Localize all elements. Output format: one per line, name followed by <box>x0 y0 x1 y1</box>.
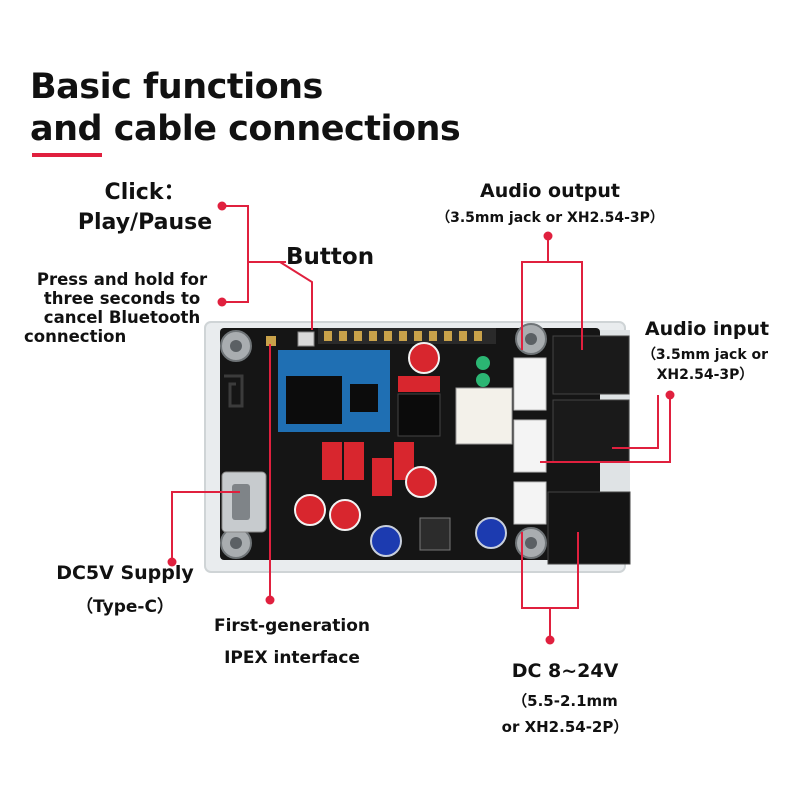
dc-in-label: DC 8~24V <box>511 660 619 682</box>
hold-label-line-2: three seconds to <box>43 289 201 308</box>
dc5v-label: DC5V Supply <box>56 562 194 584</box>
push-button-part <box>297 331 315 347</box>
red-components <box>322 376 440 496</box>
leader-dots <box>167 201 675 645</box>
audio-output-label: Audio output <box>480 180 620 202</box>
dc-in-sub-line-2: or XH2.54-2P） <box>501 718 629 736</box>
xh-connectors <box>513 357 547 525</box>
audio-input-sub-line-1: （3.5mm jack or <box>641 347 769 363</box>
page-title: Basic functions and cable connections <box>30 66 461 150</box>
audio-output-sub: （3.5mm jack or XH2.54-3P） <box>436 210 664 226</box>
leader-lines <box>171 205 671 640</box>
ipex-label-line-1: First-generation <box>213 616 371 636</box>
dc5v-sub: （Type-C） <box>76 597 174 617</box>
green-inductors <box>476 356 490 387</box>
click-label-line-1: Click： <box>104 180 186 205</box>
click-label: Click： Play/Pause <box>70 178 220 238</box>
audio-input-sub: （3.5mm jack or XH2.54-3P） <box>630 345 780 385</box>
antenna-trace <box>224 374 244 408</box>
relay <box>455 387 513 445</box>
dc-barrel-jack <box>547 491 631 565</box>
bluetooth-module <box>278 350 390 432</box>
hold-label-line-4: connection <box>24 327 127 346</box>
pin-header <box>318 328 496 344</box>
dc-in-sub: （5.5-2.1mm or XH2.54-2P） <box>490 688 640 740</box>
ic-chip <box>397 393 441 437</box>
red-capacitors <box>294 342 440 531</box>
ipex-connector <box>266 336 276 346</box>
audio-input-label: Audio input <box>644 318 770 340</box>
button-label: Button <box>286 244 375 270</box>
dc-in-sub-line-1: （5.5-2.1mm <box>512 692 618 710</box>
ipex-label-line-2: IPEX interface <box>224 648 360 668</box>
title-line-2: and cable connections <box>30 109 461 149</box>
click-label-line-2: Play/Pause <box>77 210 213 235</box>
pcb-board <box>220 323 631 565</box>
ipex-label: First-generation IPEX interface <box>192 610 392 674</box>
hold-label-line-1: Press and hold for <box>36 270 208 289</box>
audio-input-sub-line-2: XH2.54-3P） <box>656 367 754 383</box>
voltage-regulator <box>419 517 451 551</box>
hold-label-line-3: cancel Bluetooth <box>43 308 201 327</box>
title-underline <box>32 153 102 157</box>
hold-label: Press and hold for three seconds to canc… <box>24 270 220 346</box>
title-line-1: Basic functions <box>30 67 323 107</box>
blue-capacitors <box>370 517 507 557</box>
